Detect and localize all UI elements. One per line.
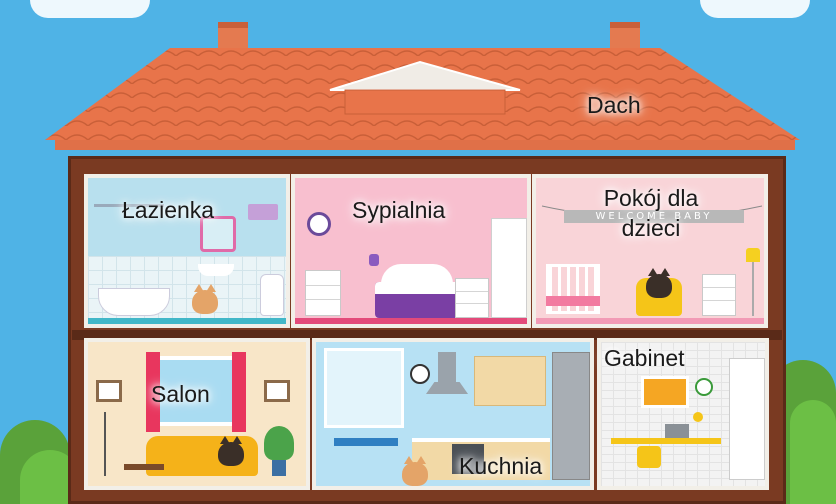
bedroom-floor bbox=[295, 318, 527, 324]
plant-pot bbox=[272, 460, 286, 476]
curtain-rod-icon bbox=[94, 204, 164, 207]
floor-lamp-icon bbox=[746, 248, 760, 262]
toilet-icon bbox=[260, 274, 284, 316]
shelf-icon bbox=[248, 204, 278, 220]
dresser-icon bbox=[702, 274, 736, 316]
chair-icon bbox=[637, 446, 661, 468]
label-office: Gabinet bbox=[604, 345, 685, 371]
label-kids-room: Pokój dla dzieci bbox=[588, 185, 714, 242]
nightstand-left bbox=[305, 270, 341, 316]
label-bedroom: Sypialnia bbox=[352, 197, 446, 223]
fridge-icon bbox=[552, 352, 590, 480]
curtain-left bbox=[146, 352, 160, 432]
room-living bbox=[84, 338, 310, 490]
room-office bbox=[597, 338, 769, 490]
clock-icon bbox=[410, 364, 430, 384]
cat-icon bbox=[402, 456, 428, 486]
laptop-icon bbox=[665, 424, 689, 438]
label-bathroom: Łazienka bbox=[122, 197, 215, 223]
floor-lamp-stand bbox=[752, 262, 754, 316]
floor-divider bbox=[72, 330, 782, 340]
picture-frame bbox=[641, 376, 689, 408]
coffee-table-icon bbox=[124, 464, 164, 470]
label-kids-room-line1: Pokój dla bbox=[603, 185, 699, 211]
clock-icon bbox=[695, 378, 713, 396]
range-hood-base bbox=[426, 382, 468, 394]
room-bathroom bbox=[84, 174, 290, 328]
label-kids-room-line2: dzieci bbox=[621, 215, 681, 241]
bush-right-small bbox=[790, 400, 836, 504]
cat-icon bbox=[192, 284, 218, 314]
cloud-right bbox=[700, 0, 810, 18]
room-bedroom bbox=[291, 174, 531, 328]
oven-icon bbox=[452, 444, 484, 474]
roof bbox=[45, 48, 800, 150]
sink-icon bbox=[198, 264, 234, 276]
picture-frame-left bbox=[96, 380, 122, 402]
bed-sheet bbox=[375, 282, 461, 294]
mirror-icon bbox=[200, 216, 236, 252]
upper-cabinets bbox=[474, 356, 546, 406]
floor-lamp-icon bbox=[104, 412, 106, 476]
label-kitchen: Kuchnia bbox=[459, 453, 543, 479]
curtain-right bbox=[232, 352, 246, 432]
bed-headboard bbox=[381, 264, 453, 284]
wardrobe-icon bbox=[491, 218, 527, 318]
kids-floor bbox=[536, 318, 764, 324]
plant-icon bbox=[264, 426, 294, 460]
crib-mattress bbox=[546, 296, 600, 306]
lamp-icon bbox=[693, 412, 703, 422]
cloud-left bbox=[30, 0, 150, 18]
lamp-icon bbox=[369, 254, 379, 266]
bathtub-icon bbox=[98, 288, 170, 316]
bookshelf-icon bbox=[729, 358, 765, 480]
welcome-baby-text: WELCOME BABY bbox=[564, 210, 744, 223]
crib-icon bbox=[546, 264, 600, 314]
label-roof: Dach bbox=[587, 92, 641, 118]
cat-icon bbox=[646, 268, 672, 298]
room-kids: WELCOME BABY bbox=[532, 174, 768, 328]
room-kitchen bbox=[312, 338, 594, 490]
cat-icon bbox=[218, 436, 244, 466]
range-hood-icon bbox=[438, 352, 456, 382]
dining-table-icon bbox=[334, 438, 398, 446]
desk-icon bbox=[611, 438, 721, 444]
bathroom-floor bbox=[88, 318, 286, 324]
picture-frame-right bbox=[264, 380, 290, 402]
kitchen-window bbox=[324, 348, 404, 428]
nightstand-right bbox=[455, 278, 489, 318]
clock-icon bbox=[307, 212, 331, 236]
label-living-room: Salon bbox=[151, 381, 210, 407]
